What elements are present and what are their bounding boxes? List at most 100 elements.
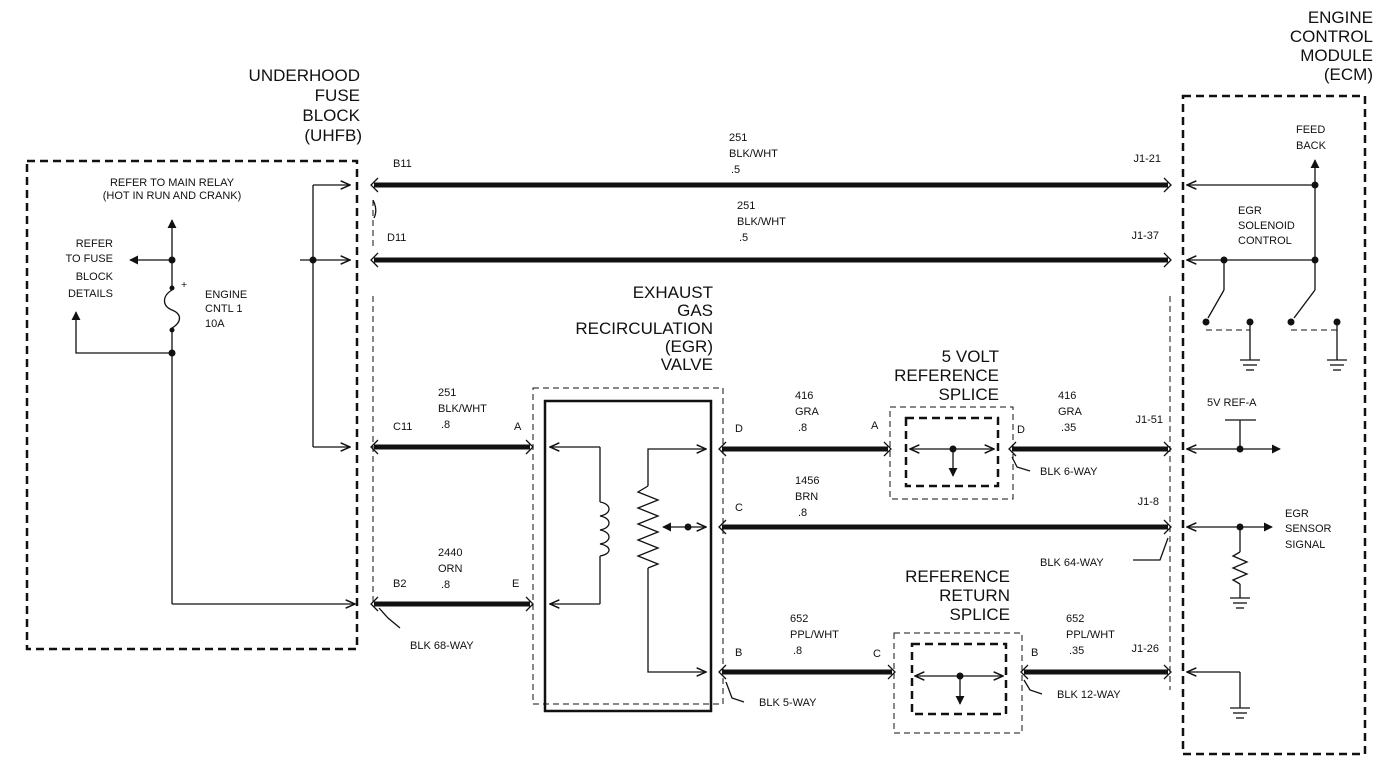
wire9-color: PPL/WHT <box>1066 629 1115 641</box>
wire6-circuit: 416 <box>1058 390 1076 402</box>
pin-j1-26: J1-26 <box>1131 643 1159 655</box>
blk6-label: BLK 6-WAY <box>1040 466 1098 478</box>
ecm-solenoid-line3: CONTROL <box>1238 235 1292 247</box>
ecm-sensor-line3: SIGNAL <box>1285 539 1325 551</box>
ecm-feedback-line1: FEED <box>1296 124 1325 136</box>
blk6-leader <box>1011 456 1031 472</box>
egr-valve-body <box>543 399 713 713</box>
pin-b11: B11 <box>393 158 412 170</box>
uhfb-title-line2: FUSE <box>315 86 360 105</box>
ecm-sensor-line1: EGR <box>1285 508 1309 520</box>
blk12-leader <box>1023 679 1043 695</box>
wire-splice5v-d-end-left <box>1008 441 1017 457</box>
harness-wires: B11 J1-21 251 BLK/WHT .5 D11 J1-37 251 B… <box>370 132 1172 690</box>
pin-splice5v-d: D <box>1017 424 1025 436</box>
pot-lead-d <box>647 449 706 486</box>
feed-junction <box>309 256 317 264</box>
wire7-size: .8 <box>798 507 807 519</box>
wire1-circuit: 251 <box>729 132 747 144</box>
blk68-label: BLK 68-WAY <box>410 640 474 652</box>
wire-b11-end-left <box>370 177 379 193</box>
wire3-size: .8 <box>441 419 450 431</box>
egr-valve: EXHAUST GAS RECIRCULATION (EGR) VALVE <box>532 283 724 713</box>
driver1-switch-icon <box>1207 289 1225 319</box>
wire-d11-end-right <box>1163 252 1172 268</box>
wire-spliceret-b-end-right <box>1163 664 1172 680</box>
wire-valve-d-end-right <box>883 441 892 457</box>
main-relay-label-line2: (HOT IN RUN AND CRANK) <box>103 190 242 202</box>
egr-valve-title-line1: EXHAUST <box>633 283 713 302</box>
egr-valve-title-line3: RECIRCULATION <box>575 319 713 338</box>
wire9-size: .35 <box>1069 645 1084 657</box>
fuse-name-line3: 10A <box>205 318 225 330</box>
wire-splice5v-d-end-right <box>1163 441 1172 457</box>
blk12-label: BLK 12-WAY <box>1057 689 1121 701</box>
fuse-name-line1: ENGINE <box>205 289 247 301</box>
wire-d11-loop <box>372 199 377 219</box>
wire5-color: GRA <box>795 406 820 418</box>
ecm-title-line3: MODULE <box>1300 46 1373 65</box>
uhfb-block: UNDERHOOD FUSE BLOCK (UHFB) REFER TO MAI… <box>25 66 474 652</box>
wire-valve-d-end-left <box>718 441 727 457</box>
wire-b11-end-right <box>1163 177 1172 193</box>
pin-j1-37: J1-37 <box>1131 230 1159 242</box>
spliceret-body <box>910 642 1008 716</box>
wire-valve-b-end-left <box>718 664 727 680</box>
ground-icon <box>1240 359 1260 371</box>
wire9-circuit: 652 <box>1066 613 1084 625</box>
egr-valve-connector-outline <box>532 387 724 705</box>
splice5v-body <box>904 416 1000 488</box>
pin-spliceret-c: C <box>873 648 881 660</box>
wire-valve-c-end-left <box>718 519 727 535</box>
pin-j1-21: J1-21 <box>1133 153 1161 165</box>
splice5v-title-line3: SPLICE <box>939 385 999 404</box>
pulldown-resistor-icon <box>1231 551 1249 585</box>
ecm-solenoid-line1: EGR <box>1238 205 1262 217</box>
wire-c11-end-left <box>370 439 379 455</box>
splice5v-title-line2: REFERENCE <box>894 366 999 385</box>
main-relay-label-line1: REFER TO MAIN RELAY <box>110 177 235 189</box>
spliceret-title-line3: SPLICE <box>950 605 1010 624</box>
wire-spliceret-b-end-left <box>1020 664 1029 680</box>
driver1-contact <box>1202 318 1210 326</box>
ecm-feedback-line2: BACK <box>1296 140 1327 152</box>
fuse-name-line2: CNTL 1 <box>205 303 243 315</box>
wire3-circuit: 251 <box>438 387 456 399</box>
blk64-label: BLK 64-WAY <box>1040 557 1104 569</box>
egr-valve-title-line4: (EGR) <box>665 337 713 356</box>
wire-b2-end-left <box>370 596 379 612</box>
fuse-details-line3: BLOCK <box>76 271 114 283</box>
wire4-color: ORN <box>438 563 463 575</box>
ecm-title-line4: (ECM) <box>1324 65 1373 84</box>
splice5v-junction <box>949 445 957 453</box>
ground-icon <box>1327 359 1347 371</box>
pin-valve-c: C <box>735 502 743 514</box>
ecm-title-line2: CONTROL <box>1290 27 1373 46</box>
splice5v-connector-outline <box>889 406 1014 500</box>
pin-c11: C11 <box>393 421 412 433</box>
fuse-return-arrow <box>71 311 172 354</box>
reference-return-splice: REFERENCE RETURN SPLICE BLK 12-WAY BLK 5… <box>725 567 1121 734</box>
wire-valve-b-end-right <box>887 664 896 680</box>
pin-spliceret-b: B <box>1031 647 1038 659</box>
wire8-color: PPL/WHT <box>790 629 839 641</box>
uhfb-title-line4: (UHFB) <box>304 126 362 145</box>
pot-wiper-junction <box>684 523 692 531</box>
blk5-label: BLK 5-WAY <box>759 697 817 709</box>
pin-d11: D11 <box>387 232 406 244</box>
wire2-circuit: 251 <box>737 200 755 212</box>
blk5-leader <box>725 681 745 703</box>
wire8-size: .8 <box>793 645 802 657</box>
fuse-element-icon <box>163 289 181 329</box>
wire1-color: BLK/WHT <box>729 148 778 160</box>
driver2-contact <box>1287 318 1295 326</box>
ecm-title-line1: ENGINE <box>1308 8 1373 27</box>
uhfb-title-line1: UNDERHOOD <box>249 66 360 85</box>
pot-lead-b <box>647 568 706 672</box>
wire5-circuit: 416 <box>795 390 813 402</box>
pin-valve-b: B <box>735 647 742 659</box>
egr-valve-title-line2: GAS <box>677 301 713 320</box>
spliceret-title-line1: REFERENCE <box>905 567 1010 586</box>
fuse-terminal-top <box>169 285 175 291</box>
